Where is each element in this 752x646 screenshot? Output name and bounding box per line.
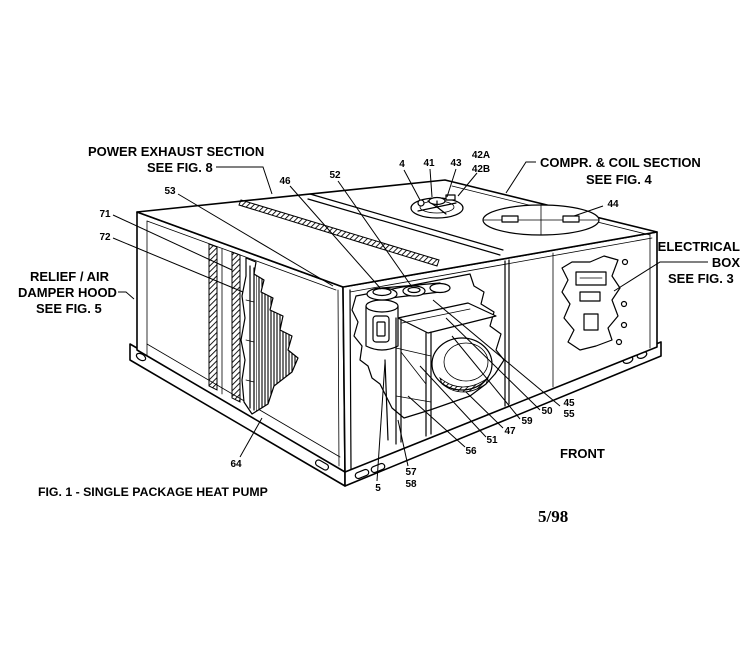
- panel-fastener: [620, 300, 628, 308]
- skid-hole: [135, 352, 147, 362]
- leader-line: [429, 168, 433, 198]
- panel-fastener: [615, 338, 623, 346]
- corner-post: [349, 289, 352, 470]
- leader-line: [239, 417, 263, 458]
- part-number-label: 64: [230, 459, 242, 470]
- divider-rail: [309, 193, 504, 251]
- part-number-label: 47: [504, 426, 516, 437]
- electrical-box: [575, 271, 607, 286]
- electrical-cutaway: [561, 255, 621, 351]
- relief-damper-callout: RELIEF / AIR DAMPER HOOD SEE FIG. 5: [18, 269, 117, 316]
- power-exhaust-callout: POWER EXHAUST SECTION SEE FIG. 8: [88, 144, 264, 175]
- part-number-label: 55: [563, 409, 575, 420]
- part-number-label: 5: [375, 483, 381, 494]
- skid-hole: [354, 468, 370, 480]
- leader-line: [505, 161, 536, 194]
- front-label: FRONT: [560, 446, 605, 461]
- compr-coil-callout: COMPR. & COIL SECTION SEE FIG. 4: [540, 155, 701, 187]
- callout-title: ELECTRICAL: [658, 239, 740, 254]
- blower-cutaway: [351, 273, 505, 445]
- part-number-label: 46: [279, 176, 291, 187]
- part-number-label: 42B: [472, 164, 490, 175]
- part-number-label: 56: [465, 446, 477, 457]
- panel-fastener: [620, 321, 628, 329]
- leader-line: [445, 317, 541, 411]
- leader-line: [407, 395, 466, 448]
- date-code: 5/98: [538, 507, 568, 526]
- leader-line: [397, 419, 409, 467]
- callout-reference: SEE FIG. 5: [36, 301, 102, 316]
- leader-line: [376, 361, 386, 482]
- electrical-box-callout: ELECTRICAL BOX SEE FIG. 3: [658, 239, 741, 286]
- part-number-label: 42A: [472, 150, 490, 161]
- leader-line: [419, 365, 487, 438]
- part-number-label: 45: [563, 398, 575, 409]
- skid-hole: [370, 462, 386, 474]
- callout-reference: SEE FIG. 4: [586, 172, 653, 187]
- part-number-label: 50: [541, 406, 553, 417]
- skid-hole: [314, 459, 330, 471]
- part-number-label: 51: [486, 435, 498, 446]
- part-numbers: 4 41 43 42A 42B 44 52 46 53 71 72 45 55 …: [99, 150, 619, 494]
- part-number-label: 59: [521, 416, 533, 427]
- callout-reference: SEE FIG. 3: [668, 271, 734, 286]
- power-exhaust-rail: [238, 199, 440, 267]
- leader-line: [451, 335, 521, 420]
- leader-line: [446, 168, 457, 198]
- damper-hood-bar: [208, 243, 218, 391]
- leader-line: [177, 193, 334, 287]
- part-number-label: 41: [423, 158, 435, 169]
- leader-line: [613, 261, 708, 292]
- panel-fastener: [621, 258, 629, 266]
- front-panel-details: [349, 233, 651, 470]
- damper-hood-bar: [231, 251, 241, 403]
- top-panel-details: [238, 185, 653, 293]
- leader-line: [337, 180, 413, 288]
- part-number-label: 43: [450, 158, 462, 169]
- figure-caption: FIG. 1 - SINGLE PACKAGE HEAT PUMP: [38, 485, 268, 499]
- part-number-label: 52: [329, 170, 341, 181]
- callout-title: BOX: [712, 255, 741, 270]
- fan-grille: [482, 204, 600, 236]
- leader-line: [112, 214, 233, 271]
- part-number-label: 53: [164, 186, 176, 197]
- blower-pulleys: [366, 282, 451, 301]
- leader-line: [289, 185, 382, 290]
- part-number-label: 71: [99, 209, 111, 220]
- blower-housing: [365, 299, 399, 351]
- part-number-label: 4: [399, 159, 405, 170]
- fan-bolt: [417, 199, 425, 207]
- part-number-label: 58: [405, 479, 417, 490]
- part-number-label: 57: [405, 467, 417, 478]
- fan-bracket: [445, 194, 456, 201]
- part-number-label: 72: [99, 232, 111, 243]
- leader-line: [573, 205, 604, 217]
- leader-line: [112, 237, 244, 293]
- part-number-label: 44: [607, 199, 619, 210]
- leader-line: [118, 291, 135, 300]
- callout-leaders: [112, 161, 708, 482]
- leader-line: [403, 169, 421, 201]
- blower-drum: [431, 337, 493, 393]
- leader-line: [457, 172, 478, 197]
- condenser-fan: [410, 194, 464, 219]
- front-top-trim: [349, 237, 653, 293]
- leader-line: [216, 166, 273, 195]
- motor-shelf: [397, 302, 497, 334]
- callout-title: RELIEF / AIR: [30, 269, 110, 284]
- callout-title: COMPR. & COIL SECTION: [540, 155, 701, 170]
- callout-title: POWER EXHAUST SECTION: [88, 144, 264, 159]
- leader-line: [465, 391, 504, 429]
- callout-title: DAMPER HOOD: [18, 285, 117, 300]
- leader-line: [432, 299, 561, 407]
- callout-reference: SEE FIG. 8: [147, 160, 213, 175]
